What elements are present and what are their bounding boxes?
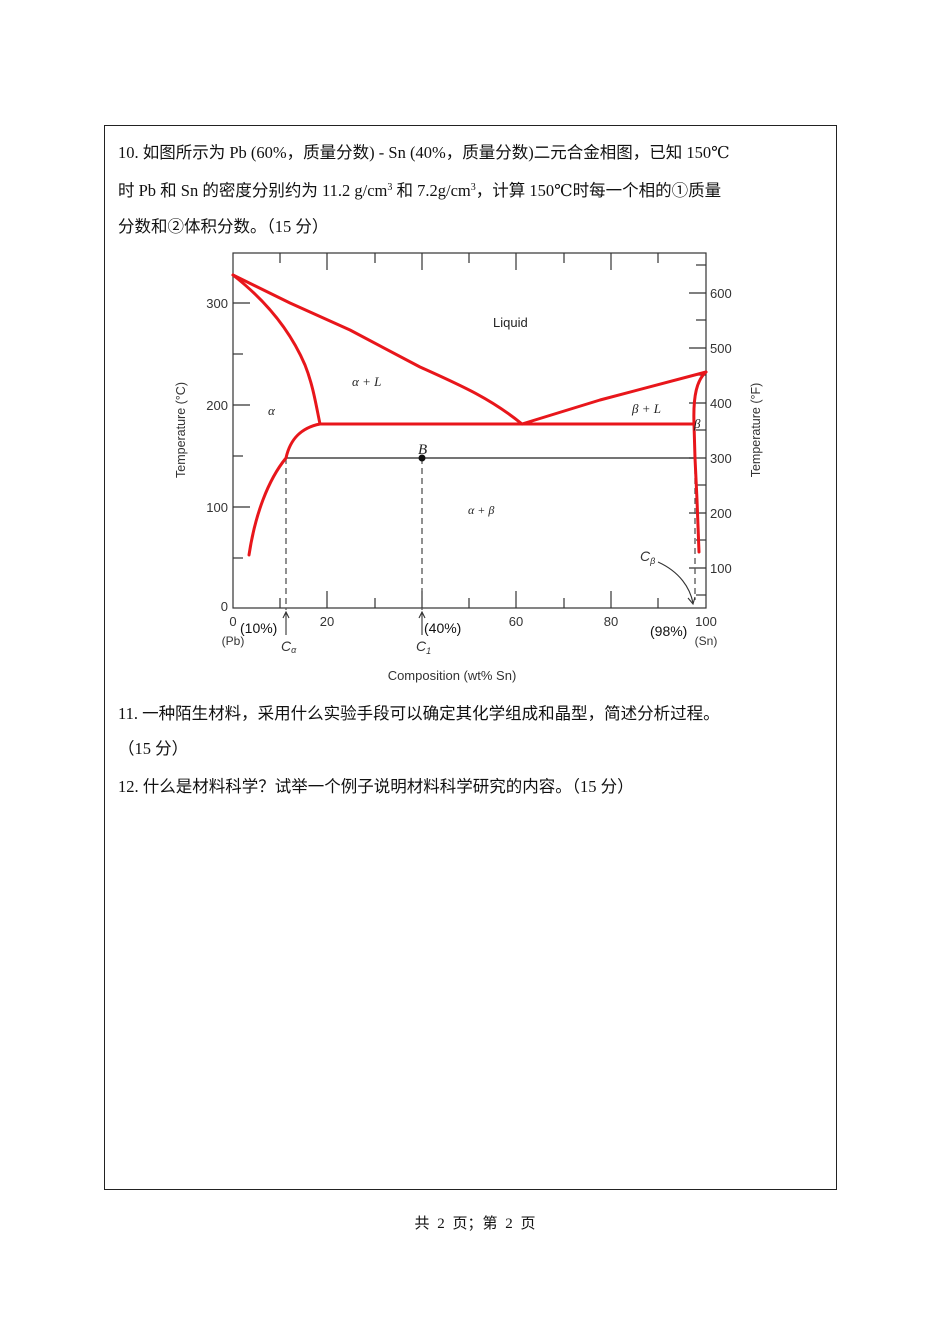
svg-text:(Sn): (Sn) — [695, 634, 718, 648]
svg-text:Cβ: Cβ — [640, 548, 655, 566]
y-axis-title-left: Temperature (°C) — [174, 382, 188, 478]
point-B-label: B — [418, 442, 427, 458]
svg-text:0: 0 — [229, 614, 236, 629]
svg-text:400: 400 — [710, 396, 732, 411]
left-axis-labels: 300 200 100 0 — [206, 296, 228, 614]
svg-text:100: 100 — [206, 500, 228, 515]
svg-text:60: 60 — [509, 614, 523, 629]
point-B-marker — [418, 454, 426, 462]
svg-text:20: 20 — [320, 614, 334, 629]
svg-text:300: 300 — [206, 296, 228, 311]
superscript: 3 — [470, 182, 476, 193]
svg-text:C1: C1 — [416, 638, 431, 656]
page-footer: 共 2 页；第 2 页 — [414, 1216, 536, 1232]
svg-text:500: 500 — [710, 341, 732, 356]
label-alpha-plus-liquid: α + L — [352, 374, 381, 389]
q10-text: ，计算 150℃时每一个相的①质量 — [475, 181, 722, 200]
composition-symbols: Cα C1 Cβ — [281, 548, 655, 656]
svg-text:(Pb): (Pb) — [222, 634, 245, 648]
q10-text: 和 7.2g/cm — [392, 181, 471, 200]
svg-text:300: 300 — [710, 451, 732, 466]
question-11-line-1: 11. 一种陌生材料，采用什么实验手段可以确定其化学组成和晶型，简述分析过程。 — [118, 704, 720, 723]
superscript: 3 — [387, 182, 393, 193]
top-axis-ticks — [279, 253, 659, 270]
question-10-line-2: 时 Pb 和 Sn 的密度分别约为 11.2 g/cm3 和 7.2g/cm3，… — [118, 180, 721, 201]
question-12-line-1: 12. 什么是材料科学？试举一个例子说明材料科学研究的内容。（15 分） — [118, 777, 634, 796]
label-liquid: Liquid — [493, 315, 528, 330]
svg-text:600: 600 — [710, 286, 732, 301]
q10-text: 时 Pb 和 Sn 的密度分别约为 11.2 g/cm — [118, 181, 388, 200]
svg-text:80: 80 — [604, 614, 618, 629]
y-axis-title-right: Temperature (°F) — [749, 383, 763, 478]
question-11-line-2: （15 分） — [118, 739, 189, 758]
phase-boundaries — [231, 273, 708, 557]
phase-labels: Liquid α + L β + L α β α + β — [268, 315, 701, 517]
question-box — [104, 125, 837, 1190]
c-beta-percent: (98%) — [650, 623, 687, 639]
x-axis-title: Composition (wt% Sn) — [388, 668, 517, 683]
composition-arrows — [282, 561, 696, 635]
svg-text:200: 200 — [206, 398, 228, 413]
right-axis-labels: 600 500 400 300 200 100 — [710, 286, 732, 576]
label-alpha: α — [268, 403, 276, 418]
left-axis-ticks — [233, 302, 250, 559]
svg-text:Cα: Cα — [281, 638, 297, 655]
label-beta-plus-liquid: β + L — [631, 401, 661, 416]
svg-text:200: 200 — [710, 506, 732, 521]
svg-text:100: 100 — [695, 614, 717, 629]
phase-diagram: 300 200 100 0 600 500 400 300 200 100 0 … — [174, 252, 763, 683]
svg-text:100: 100 — [710, 561, 732, 576]
composition-dashed-lines — [285, 458, 696, 610]
composition-annotations: (10%) (40%) (98%) — [240, 620, 687, 639]
bottom-axis-ticks — [279, 591, 659, 608]
question-10-line-1: 10. 如图所示为 Pb (60%，质量分数) - Sn (40%，质量分数)二… — [118, 143, 730, 162]
label-beta: β — [693, 416, 701, 431]
c1-percent: (40%) — [424, 620, 461, 636]
svg-text:0: 0 — [221, 599, 228, 614]
bottom-axis-labels: 0 20 60 80 100 (Pb) (Sn) — [222, 614, 718, 648]
label-alpha-plus-beta: α + β — [468, 503, 494, 517]
question-10-line-3: 分数和②体积分数。（15 分） — [118, 217, 329, 236]
c-alpha-percent: (10%) — [240, 620, 277, 636]
